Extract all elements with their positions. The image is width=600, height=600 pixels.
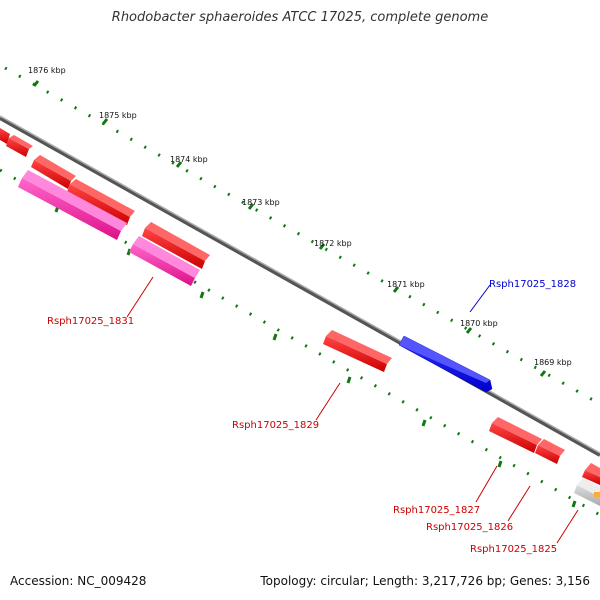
callout-line-1826 — [507, 485, 531, 522]
gene-block-1831-b-top — [70, 179, 135, 217]
gene-block-1831-a-top — [34, 155, 76, 181]
callout-line-1828 — [469, 284, 491, 313]
gene-block-1832[interactable] — [6, 138, 29, 157]
gene-block-1828-top — [399, 336, 490, 383]
rna-block-2[interactable] — [129, 244, 195, 286]
outer-ruler — [4, 66, 600, 406]
tick-label-1869: 1869 kbp — [534, 358, 572, 367]
gene-block-1831-a[interactable] — [31, 160, 71, 189]
pseudo-block-edge — [594, 492, 600, 497]
gene-block-1825-top — [585, 463, 600, 477]
callout-line-1831 — [126, 276, 154, 318]
gene-block-1829[interactable] — [323, 336, 387, 372]
gene-block-1826-top — [538, 439, 565, 456]
callout-line-1825 — [556, 509, 579, 544]
gene-block-1826[interactable] — [535, 445, 560, 464]
forward-strand-features — [398, 335, 493, 393]
gene-block-1829-top — [326, 330, 392, 364]
callout-line-1829 — [315, 382, 341, 421]
gene-label-1827[interactable]: Rsph17025_1827 — [393, 505, 480, 516]
gene-block-1831-b[interactable] — [67, 184, 130, 225]
rna-block-1[interactable] — [18, 178, 121, 240]
tick-label-1870: 1870 kbp — [460, 319, 498, 328]
genome-stats-text: Topology: circular; Length: 3,217,726 bp… — [260, 574, 590, 588]
reverse-strand-features — [0, 128, 600, 506]
gene-label-1829[interactable]: Rsph17025_1829 — [232, 420, 319, 431]
tick-label-1871: 1871 kbp — [387, 280, 425, 289]
inner-ruler — [0, 168, 600, 517]
gene-block-1830[interactable] — [142, 228, 205, 269]
gene-block-1825[interactable] — [582, 470, 600, 485]
tick-label-1873: 1873 kbp — [242, 198, 280, 207]
pseudo-block[interactable] — [574, 485, 600, 506]
map-title: Rhodobacter sphaeroides ATCC 17025, comp… — [111, 10, 489, 25]
tick-label-1876: 1876 kbp — [28, 66, 66, 75]
rna-block-2-top — [133, 236, 200, 278]
gene-label-1825[interactable]: Rsph17025_1825 — [470, 544, 557, 555]
tick-label-1872: 1872 kbp — [314, 239, 352, 248]
gene-block-1827[interactable] — [489, 423, 537, 453]
gene-block-1830-top — [145, 222, 210, 261]
genome-backbone — [0, 116, 600, 457]
gene-block-1832-top — [9, 135, 33, 149]
outer-ruler-major-ticks — [32, 80, 547, 377]
gene-callouts — [126, 276, 579, 544]
tick-label-1874: 1874 kbp — [170, 155, 208, 164]
gene-block-left-edge[interactable] — [0, 128, 10, 144]
callout-line-1827 — [475, 465, 498, 503]
tick-label-1875: 1875 kbp — [99, 111, 137, 120]
gene-label-1828[interactable]: Rsph17025_1828 — [489, 279, 576, 290]
gene-block-1827-top — [492, 417, 542, 445]
rna-block-1-top — [22, 170, 127, 231]
gene-label-1826[interactable]: Rsph17025_1826 — [426, 522, 513, 533]
gene-label-1831[interactable]: Rsph17025_1831 — [47, 316, 134, 327]
accession-text: Accession: NC_009428 — [10, 574, 147, 588]
genome-backbone-highlight — [0, 115, 600, 454]
